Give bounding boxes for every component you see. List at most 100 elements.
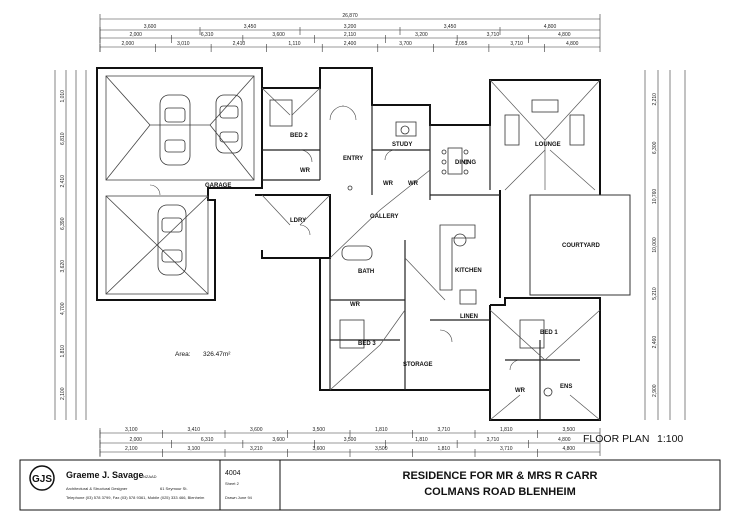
dimension-label: 2,410 — [60, 175, 66, 188]
dimension-label: 4,700 — [60, 302, 66, 315]
dimension-label: 6,810 — [60, 132, 66, 145]
drawn-date: Drawn June 94 — [225, 495, 253, 500]
dimension-label: 1,810 — [437, 446, 450, 452]
room-wr: WR — [383, 181, 394, 187]
room-bed3: BED 3 — [358, 341, 376, 347]
room-garage: GARAGE — [205, 183, 231, 189]
room-ens: ENS — [560, 384, 572, 390]
car-icon — [215, 94, 243, 154]
dimension-label: 3,620 — [60, 260, 66, 273]
area-value: 326.47m² — [203, 351, 231, 358]
building-walls — [96, 67, 601, 421]
room-dining: DINING — [455, 160, 476, 166]
room-wr: WR — [350, 302, 361, 308]
dimension-label: 3,500 — [562, 427, 575, 433]
room-courtyard: COURTYARD — [562, 243, 600, 249]
dimension-label: 1,810 — [60, 345, 66, 358]
room-wr: WR — [408, 181, 419, 187]
dimension-label: 3,450 — [444, 24, 457, 30]
room-wr: WR — [515, 388, 526, 394]
area-label: Area: — [175, 351, 191, 358]
dimension-label: 4,800 — [558, 32, 571, 38]
dimension-label: 3,710 — [487, 32, 500, 38]
dimension-label: 2,110 — [344, 32, 356, 38]
overall-dimension: 26,870 — [342, 13, 358, 19]
room-linen: LINEN — [460, 314, 478, 320]
top-dims-row2: 2,000 6,310 3,600 2,110 3,200 3,710 4,800 — [99, 32, 571, 43]
room-bed1: BED 1 — [540, 330, 558, 336]
dimension-label: 2,460 — [652, 336, 658, 349]
sheet-number: Sheet 2 — [225, 481, 240, 486]
room-lounge: LOUNGE — [535, 142, 561, 148]
dimension-label: 3,710 — [500, 446, 513, 452]
room-bed2: BED 2 — [290, 133, 308, 139]
room-gallery: GALLERY — [370, 214, 398, 220]
project-address: COLMANS ROAD BLENHEIM — [424, 486, 576, 498]
dimension-label: 3,450 — [244, 24, 257, 30]
dimension-label: 3,600 — [272, 437, 285, 443]
dimension-label: 2,210 — [652, 93, 658, 106]
dimension-label: 3,710 — [487, 437, 500, 443]
dimension-label: 6,300 — [652, 141, 658, 154]
dimension-label: 3,500 — [312, 427, 325, 433]
bottom-dims-row1: 3,100 3,410 3,600 3,500 1,810 3,710 1,810 3,500 — [99, 427, 575, 438]
dimension-label: 2,100 — [125, 446, 138, 452]
dimension-label: 3,010 — [177, 41, 190, 47]
dimension-label: 3,700 — [399, 41, 412, 47]
dimension-label: 3,500 — [344, 437, 357, 443]
dimension-label: 1,810 — [375, 427, 388, 433]
dimension-label: 3,410 — [187, 427, 200, 433]
dimension-label: 6,310 — [201, 32, 214, 38]
dimension-label: 1,810 — [500, 427, 513, 433]
dimension-label: 3,600 — [272, 32, 285, 38]
designer-role: Architectural & Structural Designer — [66, 486, 128, 491]
title-block — [19, 459, 721, 511]
car-icon — [159, 94, 191, 166]
project-title: RESIDENCE FOR MR & MRS R CARR — [403, 470, 598, 482]
dimension-label: 1,810 — [415, 437, 428, 443]
bottom-dims-row2: 2,000 6,310 3,600 3,500 1,810 3,710 4,800 — [99, 437, 571, 448]
dimension-label: 3,710 — [437, 427, 450, 433]
dimension-label: 3,100 — [125, 427, 138, 433]
designer-name: Graeme J. Savage — [66, 470, 144, 480]
courtyard — [529, 194, 631, 296]
dimension-label: 3,200 — [415, 32, 428, 38]
car-icon — [157, 204, 187, 276]
top-dims-row1: 3,600 3,450 3,200 3,450 4,800 — [99, 24, 557, 35]
dimension-label: 2,000 — [129, 32, 142, 38]
dimension-label: 4,800 — [558, 437, 571, 443]
job-number: 4004 — [225, 470, 241, 477]
dimension-label: 3,200 — [344, 24, 357, 30]
dimension-label: 3,710 — [510, 41, 523, 47]
room-bath: BATH — [358, 269, 374, 275]
interior-walls — [262, 88, 580, 420]
dimension-label: 10,760 — [652, 189, 658, 205]
designer-address: 61 Seymour St. — [160, 486, 188, 491]
dimension-label: 2,100 — [60, 387, 66, 400]
dimension-label: 2,000 — [129, 437, 142, 443]
dimension-label: 1,110 — [288, 41, 300, 47]
dimension-label: 6,310 — [201, 437, 214, 443]
dimension-label: 2,410 — [233, 41, 246, 47]
dimension-label: 4,800 — [566, 41, 579, 47]
designer-sub: NZAAD — [143, 474, 157, 479]
garage-roof-lines — [105, 75, 255, 295]
left-dimensions — [54, 70, 87, 420]
dimension-label: 4,800 — [544, 24, 557, 30]
dimension-label: 1,055 — [455, 41, 468, 47]
dimension-label: 4,800 — [562, 446, 575, 452]
dimension-label: 3,500 — [375, 446, 388, 452]
scale-label: FLOOR PLAN — [583, 433, 650, 445]
dimension-label: 3,600 — [250, 427, 263, 433]
room-wr: WR — [300, 168, 311, 174]
designer-logo: GJS — [29, 465, 55, 491]
right-dimensions — [644, 70, 686, 420]
dimension-label: 10,000 — [652, 237, 658, 253]
furniture — [269, 99, 585, 397]
dimension-label: 3,210 — [250, 446, 263, 452]
